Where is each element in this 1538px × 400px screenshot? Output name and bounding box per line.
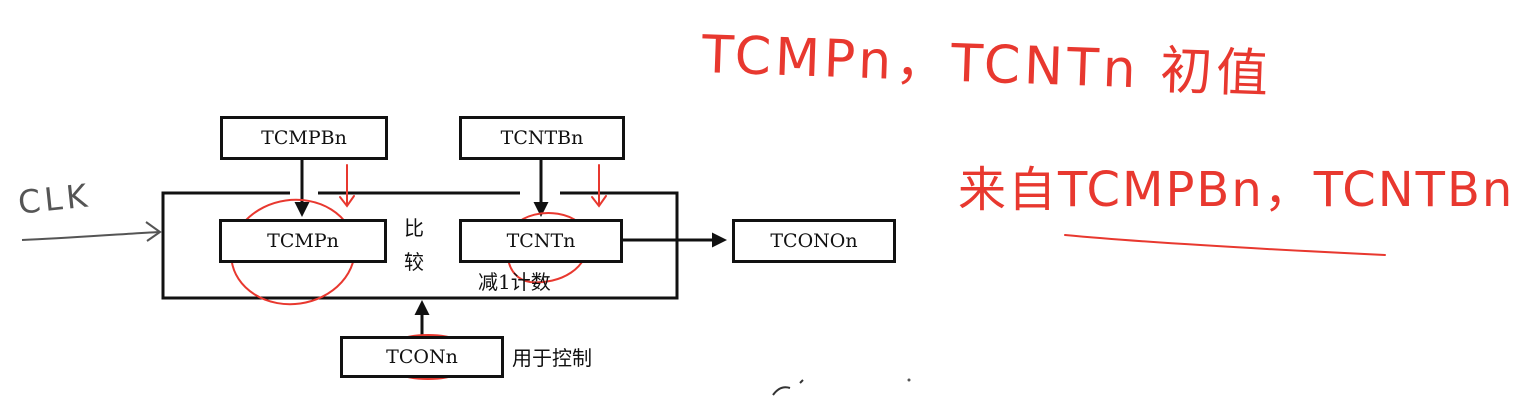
tcon-register: TCONn <box>340 336 504 378</box>
red-arrow-tcmp <box>339 164 355 208</box>
tcntb-label: TCNTBn <box>500 127 584 149</box>
tcmp-register: TCMPn <box>219 219 387 263</box>
timer-container <box>161 191 679 300</box>
tcmpb-label: TCMPBn <box>261 127 347 149</box>
tcono-output: TCONOn <box>732 219 896 263</box>
tcono-label: TCONOn <box>770 230 858 252</box>
compare-label-bottom: 较 <box>404 250 424 274</box>
clk-annotation: CLK <box>16 176 93 222</box>
decrement-label: 减1计数 <box>478 270 551 294</box>
stray-dot <box>907 378 911 382</box>
clk-arrow <box>21 231 161 241</box>
tcmpb-register: TCMPBn <box>220 116 388 160</box>
tcntb-register: TCNTBn <box>459 116 625 160</box>
stray-mark <box>772 379 804 396</box>
tcnt-register: TCNTn <box>459 219 623 263</box>
red-arrow-tcnt <box>591 164 607 208</box>
tcmp-label: TCMPn <box>267 230 339 252</box>
compare-label-top: 比 <box>404 216 424 240</box>
tcnt-label: TCNTn <box>506 230 576 252</box>
red-underline <box>1064 234 1386 256</box>
clk-arrowhead <box>145 221 162 242</box>
tcon-label: TCONn <box>386 346 458 368</box>
note-line-2: 来自TCMPBn，TCNTBn <box>958 162 1515 218</box>
control-label: 用于控制 <box>512 346 592 370</box>
